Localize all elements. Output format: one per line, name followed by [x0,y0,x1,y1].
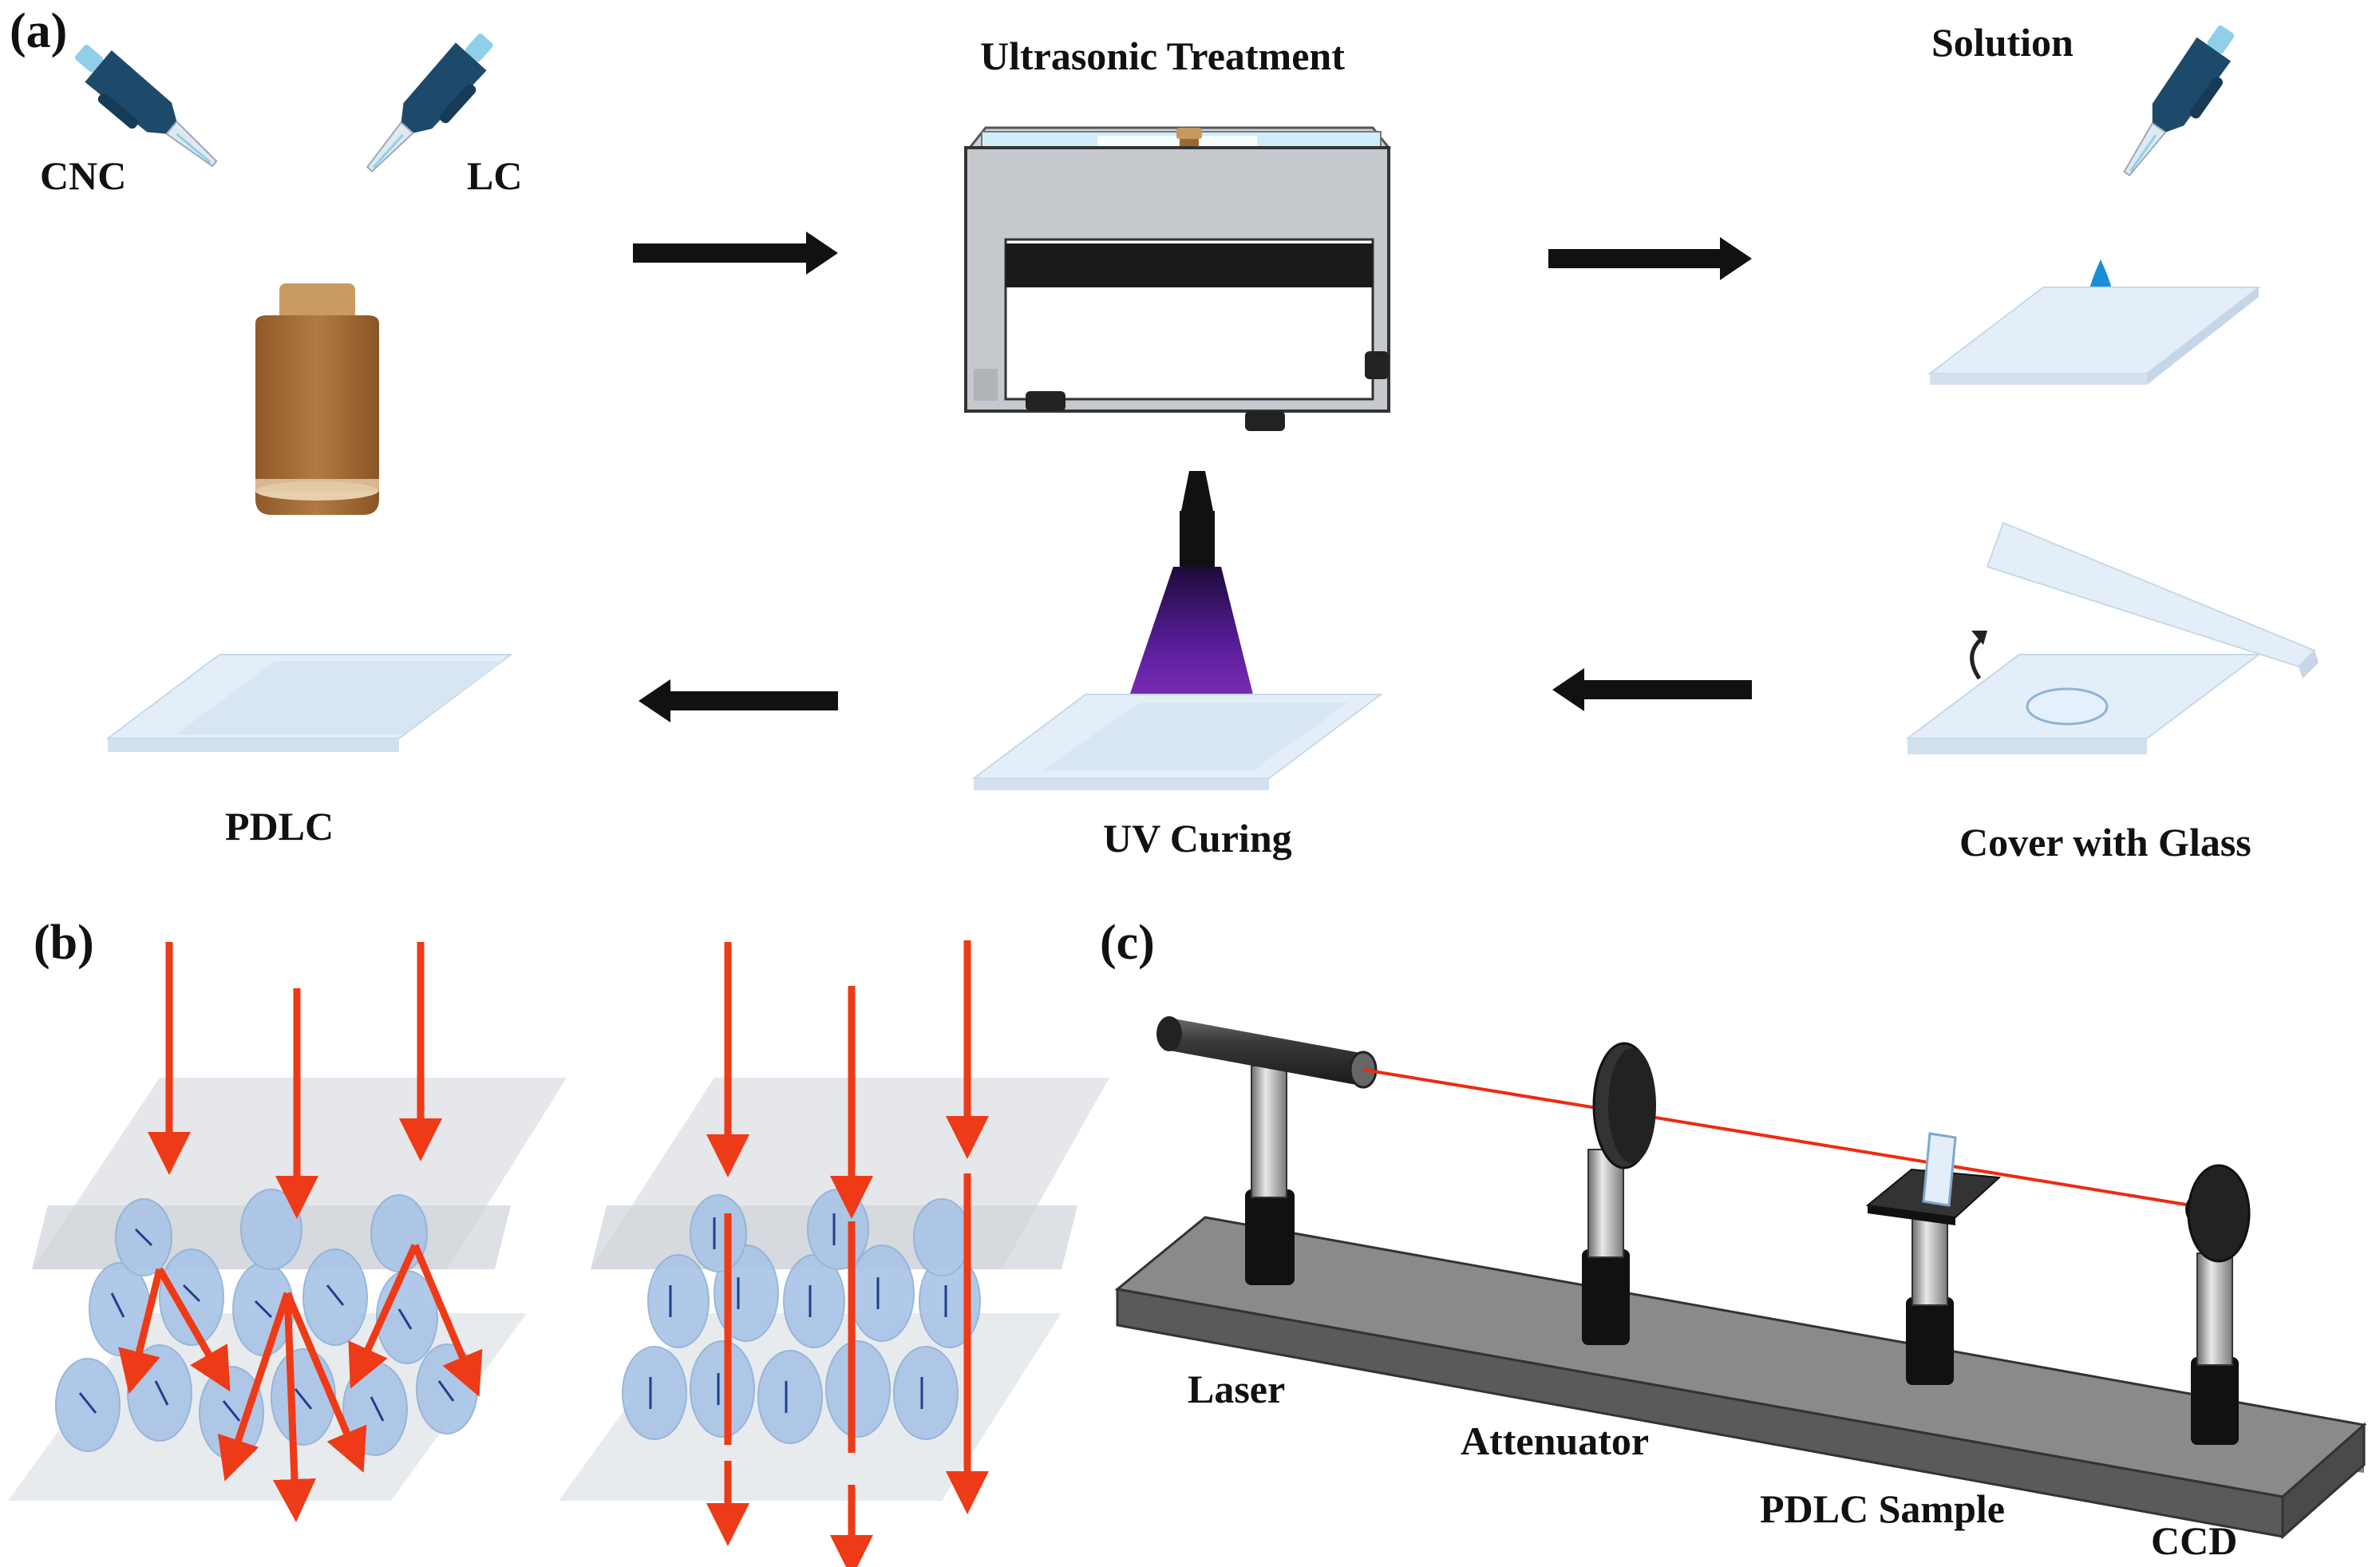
panel-b-label: (b) [34,916,94,970]
glass-slide [1927,287,2261,385]
arrow-right-icon [633,231,838,275]
uv-curing-label: UV Curing [1103,816,1292,861]
laser-label: Laser [1188,1367,1286,1411]
laser-icon [1156,1016,1378,1285]
ultrasonic-bath-icon [964,126,1392,431]
pdlc-label: PDLC [225,804,334,849]
panel-c-label: (c) [1100,916,1155,970]
optical-rail [1114,1216,2367,1540]
cnc-label: CNC [40,153,127,198]
solution-label: Solution [1931,20,2074,65]
attenuator-icon [1582,1042,1656,1345]
cover-glass-assembly [1905,521,2319,754]
ultrasonic-treatment-label: Ultrasonic Treatment [980,34,1345,78]
laser-beam [1362,1068,2192,1207]
vial-icon [255,283,379,515]
uv-glass-slide [971,694,1383,790]
pdlc-sample-label: PDLC Sample [1760,1486,2005,1531]
pdlc-off-state-diagram [8,942,567,1522]
ccd-icon [2185,1164,2251,1445]
arrow-left-icon [1552,668,1752,711]
arrow-right-icon [1548,237,1752,280]
arrow-left-icon [638,679,838,722]
cover-with-glass-label: Cover with Glass [1959,820,2252,865]
pdlc-slide [105,654,513,752]
pdlc-on-state-diagram [559,940,1109,1567]
pdlc-sample-holder-icon [1865,1132,2002,1385]
ccd-label: CCD [2151,1518,2238,1563]
pipette-solution-icon [2123,25,2235,176]
pipette-cnc-icon [75,45,218,168]
lc-label: LC [467,153,523,198]
panel-a-label: (a) [10,4,68,58]
uv-lamp-icon [1119,471,1261,726]
attenuator-label: Attenuator [1461,1419,1650,1463]
pipette-lc-icon [366,34,493,173]
